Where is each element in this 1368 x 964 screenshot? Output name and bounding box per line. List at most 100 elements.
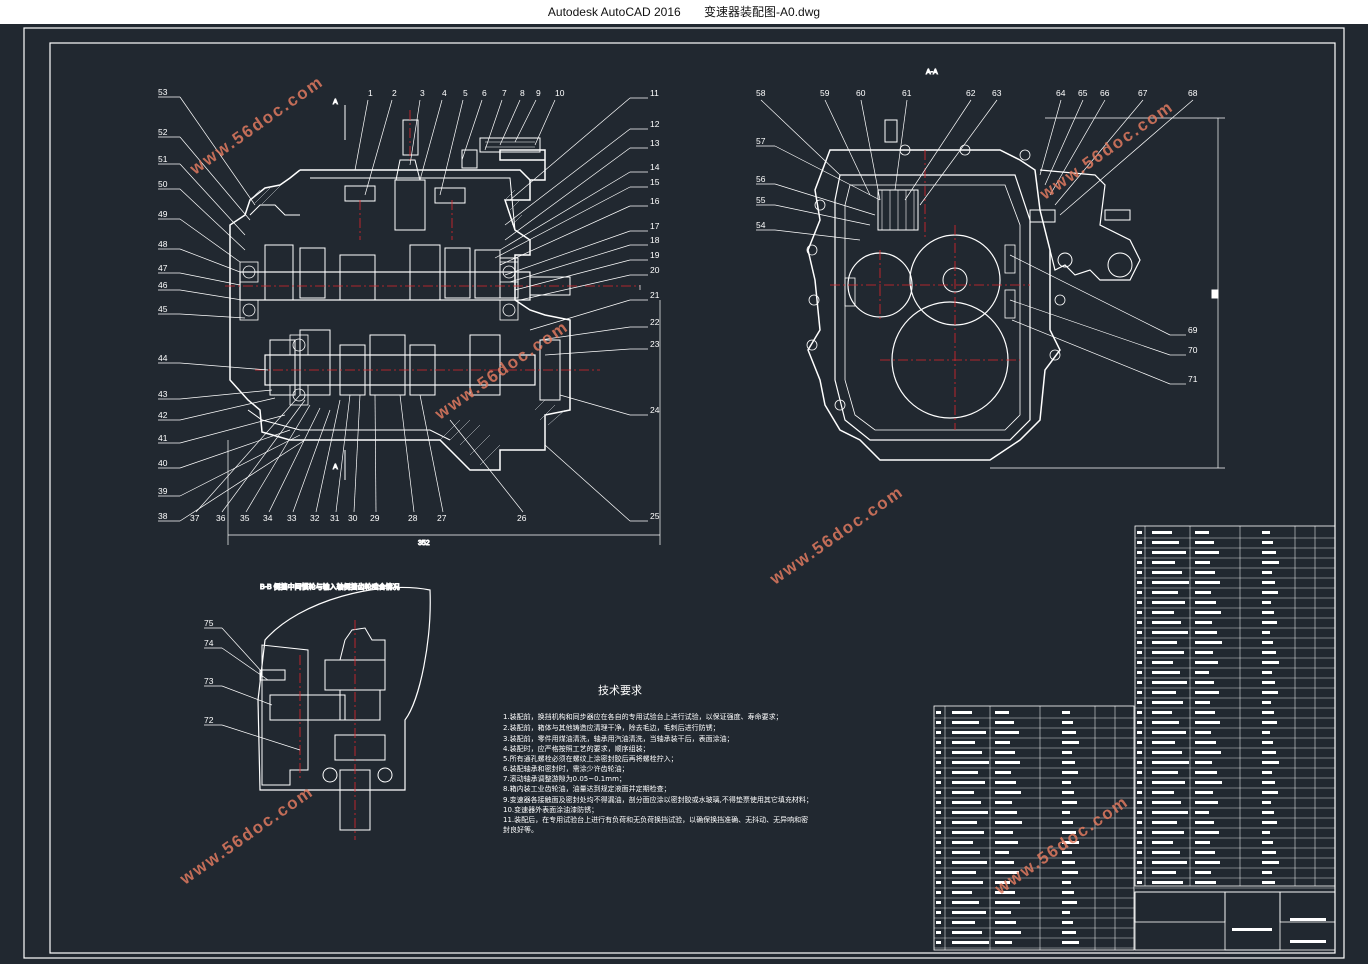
leader-35 bbox=[245, 404, 311, 513]
bom-cell-mark bbox=[952, 861, 987, 864]
bom-cell-mark bbox=[952, 771, 978, 774]
part-label-22: 22 bbox=[650, 317, 660, 327]
watermark-4: www.56doc.com bbox=[766, 482, 908, 589]
leader-67 bbox=[1054, 99, 1144, 206]
leader-7 bbox=[484, 99, 503, 151]
bom-cell-mark bbox=[936, 941, 941, 944]
bom-cell-mark bbox=[1137, 771, 1142, 774]
bom-cell-mark bbox=[1137, 831, 1142, 834]
part-label-55: 55 bbox=[756, 195, 766, 205]
bom-cell-mark bbox=[1195, 601, 1216, 604]
bom-cell-mark bbox=[1262, 721, 1277, 724]
bom-cell-mark bbox=[1262, 571, 1272, 574]
bom-cell-mark bbox=[1262, 741, 1273, 744]
leader-9 bbox=[514, 99, 537, 143]
watermarks: www.56doc.com www.56doc.com www.56doc.co… bbox=[176, 72, 1178, 899]
bom-cell-mark bbox=[1262, 581, 1275, 584]
part-label-57: 57 bbox=[756, 136, 766, 146]
cad-drawing[interactable]: 5352515049484746454443424140393812345678… bbox=[0, 24, 1368, 964]
bom-cell-mark bbox=[1152, 851, 1180, 854]
bom-cell-mark bbox=[1152, 721, 1179, 724]
leader-66 bbox=[1049, 99, 1106, 196]
bom-cell-mark bbox=[936, 841, 941, 844]
part-label-21: 21 bbox=[650, 290, 660, 300]
part-label-3: 3 bbox=[420, 88, 425, 98]
bom-cell-mark bbox=[995, 901, 1020, 904]
part-label-16: 16 bbox=[650, 196, 660, 206]
part-label-32: 32 bbox=[310, 513, 320, 523]
part-label-56: 56 bbox=[756, 174, 766, 184]
section-aa-label: A-A bbox=[926, 69, 938, 76]
bom-cell-mark bbox=[1195, 761, 1212, 764]
bom-cell-mark bbox=[1137, 611, 1142, 614]
bom-cell-mark bbox=[1152, 531, 1172, 534]
leader-48 bbox=[179, 248, 241, 273]
bom-cell-mark bbox=[1152, 741, 1175, 744]
bom-cell-mark bbox=[1262, 601, 1271, 604]
view-bb-label: B-B 倒挡中间惯轮与输入轴倒挡齿轮啮合情况 bbox=[260, 582, 400, 591]
part-label-72: 72 bbox=[204, 715, 214, 725]
bom-cell-mark bbox=[1262, 731, 1270, 734]
part-label-14: 14 bbox=[650, 162, 660, 172]
bom-cell-mark bbox=[1152, 591, 1178, 594]
leader-74 bbox=[221, 647, 269, 681]
part-label-19: 19 bbox=[650, 250, 660, 260]
bom-cell-mark bbox=[995, 871, 1019, 874]
part-label-28: 28 bbox=[408, 513, 418, 523]
part-label-6: 6 bbox=[482, 88, 487, 98]
bom-cell-mark bbox=[1137, 631, 1142, 634]
bom-cell-mark bbox=[1262, 841, 1273, 844]
leader-38 bbox=[179, 439, 306, 522]
tech-requirements: 技术要求 1.装配前，换挡机构和同步器应在各自的专用试验台上进行试验，以保证强度… bbox=[503, 684, 813, 834]
bom-cell-mark bbox=[1062, 721, 1073, 724]
part-label-7: 7 bbox=[502, 88, 507, 98]
leader-68 bbox=[1059, 99, 1194, 216]
bom-cell-mark bbox=[1262, 791, 1278, 794]
title-block-cell bbox=[1224, 891, 1281, 951]
bom-cell-mark bbox=[1137, 621, 1142, 624]
bom-cell-mark bbox=[936, 731, 941, 734]
leader-61 bbox=[894, 99, 908, 191]
bom-cell-mark bbox=[1152, 781, 1185, 784]
bom-cell-mark bbox=[1152, 711, 1172, 714]
part-label-9: 9 bbox=[536, 88, 541, 98]
bom-cell-mark bbox=[1152, 881, 1183, 884]
part-label-23: 23 bbox=[650, 339, 660, 349]
bom-cell-mark bbox=[1152, 801, 1181, 804]
bom-cell-mark bbox=[1152, 601, 1185, 604]
bom-cell-mark bbox=[1195, 871, 1211, 874]
part-label-10: 10 bbox=[555, 88, 565, 98]
bom-cell-mark bbox=[1062, 941, 1079, 944]
part-label-29: 29 bbox=[370, 513, 380, 523]
bom-cell-mark bbox=[1137, 531, 1142, 534]
leader-45 bbox=[179, 313, 246, 319]
part-label-47: 47 bbox=[158, 263, 168, 273]
bom-cell-mark bbox=[1062, 731, 1076, 734]
bom-cell-mark bbox=[1062, 861, 1075, 864]
leader-75 bbox=[221, 627, 263, 673]
bom-cell-mark bbox=[1152, 611, 1174, 614]
bom-cell-mark bbox=[1262, 541, 1273, 544]
bom-table bbox=[933, 525, 1336, 951]
bom-cell-mark bbox=[1195, 821, 1214, 824]
leader-59 bbox=[824, 99, 871, 196]
bom-cell-mark bbox=[1195, 801, 1218, 804]
bom-cell-mark bbox=[1262, 631, 1270, 634]
tech-req-item-8: 8.箱内装工业齿轮油，油量达到规定液面并定期检查； bbox=[503, 784, 671, 793]
bom-cell-mark bbox=[1262, 831, 1270, 834]
leader-58 bbox=[760, 99, 841, 176]
leader-2 bbox=[364, 99, 393, 196]
part-label-69: 69 bbox=[1188, 325, 1198, 335]
part-label-75: 75 bbox=[204, 618, 214, 628]
bom-cell-mark bbox=[1152, 701, 1183, 704]
bom-cell-mark bbox=[1262, 811, 1274, 814]
bom-cell-mark bbox=[1262, 871, 1272, 874]
tech-req-item-11: 11.装配后，在专用试验台上进行有负荷和无负荷换挡试验，以确保换挡准确、无抖动、… bbox=[503, 815, 808, 824]
leader-51 bbox=[179, 163, 246, 236]
bom-cell-mark bbox=[1062, 751, 1072, 754]
bom-cell-mark bbox=[1152, 751, 1182, 754]
bom-cell-mark bbox=[1137, 731, 1142, 734]
bom-cell-mark bbox=[995, 761, 1020, 764]
title-block-mark bbox=[1232, 928, 1272, 931]
